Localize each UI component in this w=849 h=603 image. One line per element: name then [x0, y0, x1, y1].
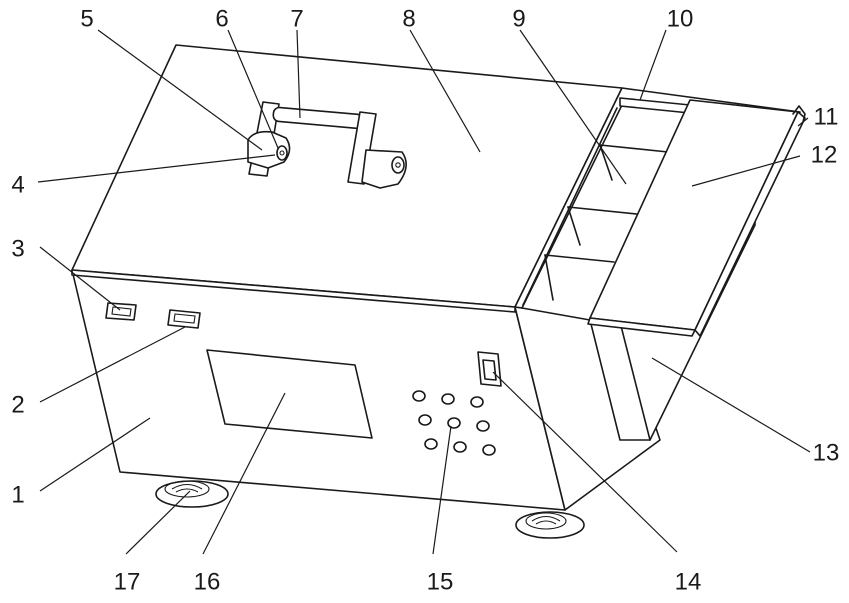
callout-6: 6 [215, 5, 228, 32]
foot-front-right [516, 512, 584, 538]
callout-17: 17 [114, 568, 141, 595]
callout-9: 9 [512, 5, 525, 32]
callout-16: 16 [194, 568, 221, 595]
callout-2: 2 [11, 391, 24, 418]
callout-15: 15 [427, 568, 454, 595]
callout-5: 5 [80, 5, 93, 32]
callout-7: 7 [290, 5, 303, 32]
usb-port-left [106, 303, 136, 320]
callout-11: 11 [814, 103, 839, 130]
power-switch [478, 352, 501, 386]
callout-14: 14 [675, 568, 702, 595]
callout-8: 8 [402, 5, 415, 32]
callout-12: 12 [811, 141, 838, 168]
callout-10: 10 [667, 5, 694, 32]
usb-port-right [168, 310, 200, 328]
foot-front-left [156, 481, 228, 507]
callout-1: 1 [11, 481, 24, 508]
callout-13: 13 [813, 439, 840, 466]
callout-3: 3 [11, 235, 24, 262]
callout-4: 4 [11, 171, 24, 198]
